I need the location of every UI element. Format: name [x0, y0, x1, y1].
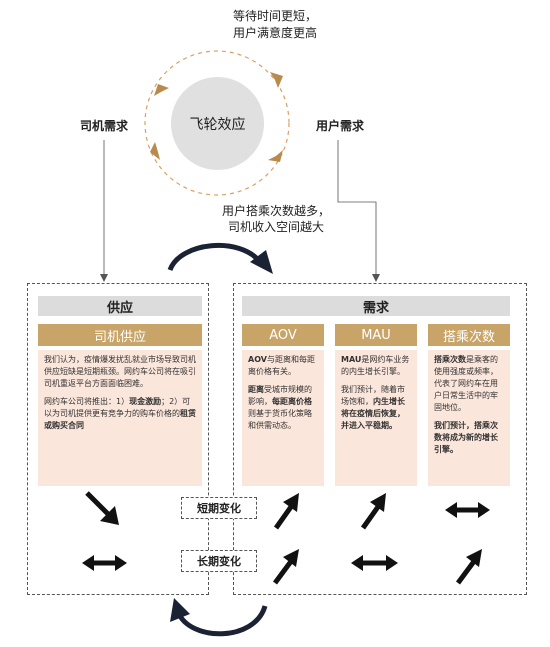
aov-long-arrow [272, 549, 299, 585]
mau-header-label: MAU [361, 327, 391, 343]
bottom-curved-arrowhead [170, 598, 190, 622]
short-term-text: 短期变化 [197, 502, 241, 515]
aov-para1: AOV与距离和每距离价格有关。 [248, 355, 315, 376]
supply-long-arrow [82, 555, 127, 571]
para2-text-cash: 现金激励 [129, 397, 162, 406]
aov-header: AOV [242, 324, 324, 346]
flywheel-center: 飞轮效应 [171, 77, 264, 170]
rides-para2: 我们预计，搭乘次数将成为新的增长引擎。 [434, 421, 498, 454]
top-curved-arrowhead [250, 250, 273, 274]
mau-header: MAU [335, 324, 417, 346]
mau-para2: 我们预计，随着市场饱和，内生增长将在疫情后恢复，并进入平稳期。 [341, 385, 405, 430]
ring-chevron-lower-right [268, 150, 283, 162]
caption-top-line2: 用户满意度更高 [232, 26, 317, 40]
user-demand-label: 用户需求 [316, 119, 365, 133]
aov-header-label: AOV [269, 327, 297, 343]
ring-chevrons [150, 72, 283, 162]
ring-chevron-lower-left [150, 142, 160, 160]
ring-chevron-upper-right [270, 72, 283, 88]
rides-panel: 搭乘次数是乘客的使用强度或频率，代表了网约车在用户日常生活中的牢固地位。 我们预… [428, 350, 510, 486]
mau-short-arrow [360, 493, 386, 530]
supply-header: 供应 [38, 296, 202, 316]
driver-supply-para1: 我们认为，疫情爆发扰乱就业市场导致司机供应短缺是短期瓶颈。网约车公司将在吸引司机… [44, 355, 196, 388]
rides-para1: 搭乘次数是乘客的使用强度或频率，代表了网约车在用户日常生活中的牢固地位。 [434, 355, 498, 412]
demand-box [233, 283, 527, 595]
top-curved-arrow [167, 242, 262, 272]
caption-top-line1: 等待时间更短， [232, 9, 317, 23]
aov-short-arrow [273, 493, 299, 530]
demand-header-label: 需求 [362, 300, 389, 316]
mau-panel: MAU是网约车业务的内生增长引擎。 我们预计，随着市场饱和，内生增长将在疫情后恢… [335, 350, 417, 486]
user-demand-arrowhead [372, 274, 380, 282]
caption-bottom-line2: 司机收入空间越大 [227, 220, 324, 234]
mau-long-arrow [351, 555, 398, 571]
driver-supply-header-label: 司机供应 [93, 329, 146, 345]
short-term-label: 短期变化 [181, 497, 257, 519]
ring-chevron-upper-left [154, 84, 169, 96]
driver-demand-label: 司机需求 [80, 119, 129, 133]
rides-header: 搭乘次数 [428, 324, 510, 346]
flywheel-label: 飞轮效应 [189, 116, 246, 133]
rides-header-label: 搭乘次数 [442, 329, 495, 345]
driver-demand-arrowhead [100, 274, 108, 282]
rides-short-arrow [445, 502, 490, 518]
para2-text-c: ；2）可以为司机提供更有竞争力的购车价格的 [44, 397, 191, 418]
user-demand-connector [337, 140, 377, 280]
long-term-label: 长期变化 [181, 550, 257, 572]
para2-text-a: 网约车公司将推出：1） [44, 397, 130, 406]
supply-header-label: 供应 [106, 300, 133, 316]
cycle-caption-bottom: 用户搭乘次数越多， 司机收入空间越大 [156, 203, 396, 235]
bottom-curved-arrow [175, 605, 268, 637]
long-term-text: 长期变化 [197, 555, 241, 568]
aov-para2: 距离受城市规模的影响，每距离价格则基于货币化策略和供需动态。 [248, 385, 312, 430]
aov-panel: AOV与距离和每距离价格有关。 距离受城市规模的影响，每距离价格则基于货币化策略… [242, 350, 324, 486]
demand-header: 需求 [242, 296, 510, 316]
rides-long-arrow [455, 549, 482, 585]
flywheel-ring [144, 50, 290, 196]
mau-para1: MAU是网约车业务的内生增长引擎。 [341, 355, 410, 376]
cycle-caption-top: 等待时间更短， 用户满意度更高 [160, 8, 390, 42]
driver-supply-para2: 网约车公司将推出：1）现金激励；2）可以为司机提供更有竞争力的购车价格的租赁或购… [44, 396, 196, 432]
caption-bottom-line1: 用户搭乘次数越多， [221, 204, 330, 218]
para2-text-lease: 租赁或购买合同 [44, 409, 196, 430]
supply-box [27, 283, 209, 595]
driver-supply-header: 司机供应 [38, 324, 202, 346]
supply-short-arrow [85, 491, 119, 525]
driver-supply-panel: 我们认为，疫情爆发扰乱就业市场导致司机供应短缺是短期瓶颈。网约车公司将在吸引司机… [38, 350, 202, 486]
